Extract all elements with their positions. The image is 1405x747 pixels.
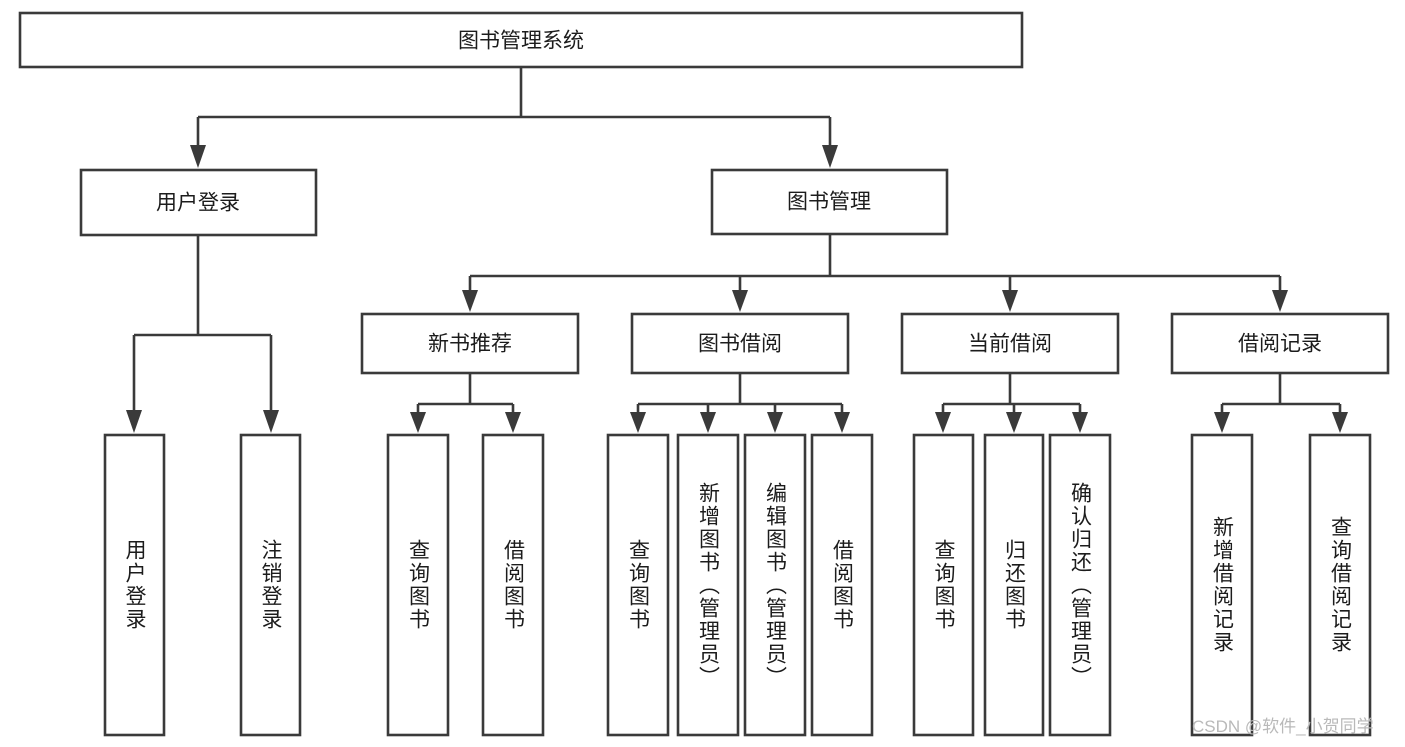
node-new-book-recommend-label: 新书推荐 <box>428 333 512 356</box>
leaf-box-confirm-return[interactable] <box>1048 433 1112 737</box>
arrow-head-leaf-add-book <box>700 412 716 433</box>
node-new-book-recommend-box[interactable] <box>360 312 580 375</box>
node-current-borrow[interactable]: 当前借阅 <box>900 312 1120 375</box>
arrow-head-leaf-query-book-3 <box>935 412 951 433</box>
node-current-borrow-box[interactable] <box>900 312 1120 375</box>
leaf-box-query-record[interactable] <box>1308 433 1372 737</box>
leaf-box-query-book-1[interactable] <box>386 433 450 737</box>
node-root-system-box[interactable] <box>18 11 1024 69</box>
node-borrow-record-box[interactable] <box>1170 312 1390 375</box>
edges-book-borrow-to-leaves <box>630 373 850 433</box>
node-book-management[interactable]: 图书管理 <box>710 168 949 236</box>
node-user-login-box[interactable] <box>79 168 318 237</box>
arrow-head-leaf-user-login <box>126 410 142 433</box>
edges-borrow-record-to-leaves <box>1214 373 1348 433</box>
leaf-box-return-book[interactable] <box>983 433 1045 737</box>
leaf-box-add-book[interactable] <box>676 433 740 737</box>
arrow-head-leaf-borrow-book-1 <box>505 412 521 433</box>
arrow-head-leaf-return-book <box>1006 412 1022 433</box>
arrow-head-leaf-query-book-2 <box>630 412 646 433</box>
edges-book-mgmt-to-level2 <box>462 234 1288 312</box>
node-book-borrow[interactable]: 图书借阅 <box>630 312 850 375</box>
leaf-box-logout[interactable] <box>239 433 302 737</box>
arrow-head-book-mgmt <box>822 145 838 168</box>
leaf-box-query-book-2[interactable] <box>606 433 670 737</box>
node-book-borrow-label: 图书借阅 <box>698 333 782 356</box>
leaf-box-borrow-book-1[interactable] <box>481 433 545 737</box>
arrow-head-leaf-query-record <box>1332 412 1348 433</box>
arrow-head-leaf-edit-book <box>767 412 783 433</box>
leaf-box-query-book-3[interactable] <box>912 433 975 737</box>
arrow-head-book-borrow <box>732 290 748 312</box>
leaf-boxes <box>103 433 1372 737</box>
arrow-head-new-book-rec <box>462 290 478 312</box>
arrow-head-current-borrow <box>1002 290 1018 312</box>
node-borrow-record-label: 借阅记录 <box>1238 333 1322 356</box>
arrow-head-leaf-confirm-return <box>1072 412 1088 433</box>
node-root-system[interactable]: 图书管理系统 <box>18 11 1024 69</box>
edges-new-book-rec-to-leaves <box>410 373 521 433</box>
csdn-watermark: CSDN @软件_小贺同学 <box>1192 717 1374 736</box>
leaf-box-edit-book[interactable] <box>743 433 807 737</box>
node-new-book-recommend[interactable]: 新书推荐 <box>360 312 580 375</box>
arrow-head-user-login <box>190 145 206 168</box>
arrow-head-leaf-add-record <box>1214 412 1230 433</box>
leaf-box-borrow-book-2[interactable] <box>810 433 874 737</box>
node-user-login-label: 用户登录 <box>156 192 240 215</box>
arrow-head-leaf-logout <box>263 410 279 433</box>
node-book-management-box[interactable] <box>710 168 949 236</box>
node-book-borrow-box[interactable] <box>630 312 850 375</box>
node-borrow-record[interactable]: 借阅记录 <box>1170 312 1390 375</box>
leaf-box-user-login[interactable] <box>103 433 166 737</box>
arrow-head-borrow-record <box>1272 290 1288 312</box>
edges-current-borrow-to-leaves <box>935 373 1088 433</box>
edges-root-to-level1 <box>190 67 838 168</box>
node-user-login[interactable]: 用户登录 <box>79 168 318 237</box>
arrow-head-leaf-borrow-book-2 <box>834 412 850 433</box>
leaf-box-add-record[interactable] <box>1190 433 1254 737</box>
node-book-management-label: 图书管理 <box>787 191 871 214</box>
node-root-system-label: 图书管理系统 <box>458 30 584 53</box>
node-current-borrow-label: 当前借阅 <box>968 333 1052 356</box>
arrow-head-leaf-query-book-1 <box>410 412 426 433</box>
edges-user-login-to-leaves <box>126 235 279 433</box>
